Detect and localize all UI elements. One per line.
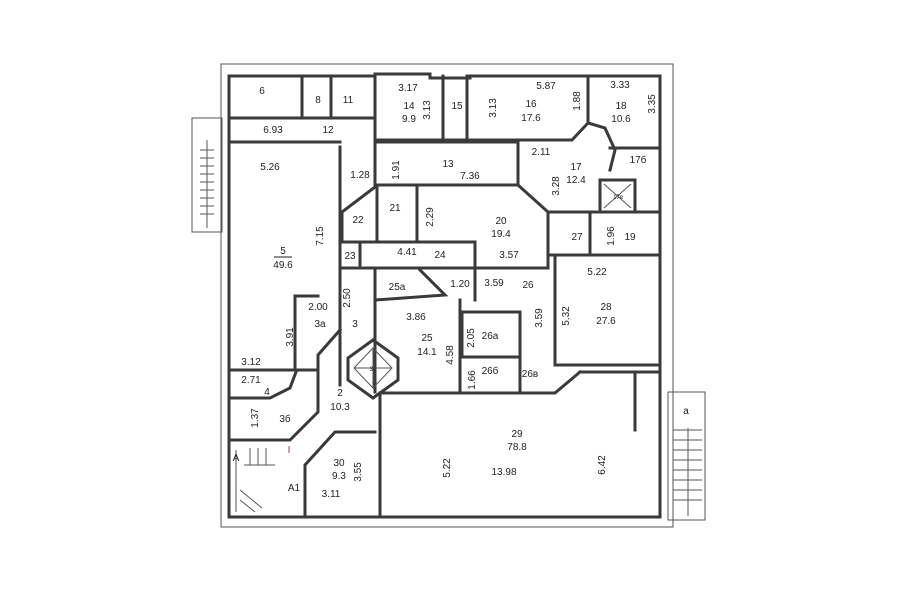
room-26a: 26а xyxy=(482,331,499,342)
room-6: 6 xyxy=(259,86,265,97)
room-12: 12 xyxy=(322,125,334,136)
dim: 3.17 xyxy=(398,83,418,94)
room-28: 28 xyxy=(600,302,612,313)
dim: 3.86 xyxy=(406,312,426,323)
elevator-31 xyxy=(346,338,400,400)
dim: 3.91 xyxy=(285,327,296,347)
room-5-area: 49.6 xyxy=(273,260,293,271)
room-a1: А1 xyxy=(288,483,301,494)
room-23: 23 xyxy=(344,251,356,262)
room-27: 27 xyxy=(571,232,583,243)
room-3a: 3а xyxy=(314,319,326,330)
dim: 3.13 xyxy=(488,98,499,118)
dim: 5.22 xyxy=(442,458,453,478)
room-19: 19 xyxy=(624,232,636,243)
room-17b: 17б xyxy=(630,154,647,166)
dim: 3.35 xyxy=(647,94,658,114)
room-29: 29 xyxy=(511,429,523,440)
left-stairs xyxy=(191,117,223,233)
room-8: 8 xyxy=(315,95,321,106)
room-20-area: 19.4 xyxy=(491,229,511,240)
room-25-area: 14.1 xyxy=(417,347,437,358)
dim: 3.11 xyxy=(322,489,341,500)
room-16-area: 17.6 xyxy=(521,113,541,124)
stairs-a xyxy=(235,448,275,513)
dim: 1.88 xyxy=(572,91,583,111)
dim: 3.33 xyxy=(610,80,630,91)
marker-i: I xyxy=(288,445,291,456)
dim: 13.98 xyxy=(491,467,516,478)
dim: 4.41 xyxy=(397,247,417,258)
room-14: 14 xyxy=(403,101,415,112)
room-30: 30 xyxy=(333,458,345,469)
dim: 1.28 xyxy=(350,170,370,181)
dim: 1.37 xyxy=(250,408,261,428)
room-13: 13 xyxy=(442,159,454,170)
dim: 2.50 xyxy=(342,288,353,308)
room-28-area: 27.6 xyxy=(596,316,616,327)
dim: 7.15 xyxy=(315,226,326,246)
room-2-area: 10.3 xyxy=(330,402,350,413)
dim: 2.71 xyxy=(241,375,261,386)
dim: 2.05 xyxy=(466,328,477,348)
dim: 1.20 xyxy=(450,279,470,290)
room-17: 17 xyxy=(570,162,582,173)
room-15: 15 xyxy=(451,101,463,112)
room-5: 5 xyxy=(280,246,286,257)
room-21: 21 xyxy=(389,203,401,214)
dim: 3.28 xyxy=(551,176,562,196)
room-18-area: 10.6 xyxy=(611,114,631,125)
right-stairs xyxy=(667,391,706,521)
dim: 3.13 xyxy=(422,100,433,120)
dim: 1.96 xyxy=(606,226,617,246)
dim: 3.57 xyxy=(499,250,519,261)
room-25: 25 xyxy=(421,333,433,344)
room-17v: 17в xyxy=(613,195,623,201)
building-outline xyxy=(220,63,674,528)
room-26: 26 xyxy=(522,280,534,291)
room-26b: 26б xyxy=(482,365,499,377)
room-25a: 25а xyxy=(389,282,406,293)
dim: 2.29 xyxy=(425,207,436,227)
room-22: 22 xyxy=(352,215,364,226)
dim: 6.42 xyxy=(597,455,608,475)
dim: 5.32 xyxy=(561,306,572,326)
room-3b: 3б xyxy=(279,413,291,425)
dim: 6.93 xyxy=(263,125,283,136)
dim: 4.58 xyxy=(445,345,456,365)
room-29-area: 78.8 xyxy=(507,442,527,453)
dim: 2.00 xyxy=(308,302,328,313)
room-31: 31 xyxy=(370,367,377,373)
room-3: 3 xyxy=(352,319,358,330)
stair-a: А xyxy=(233,453,240,464)
dim: 5.26 xyxy=(260,162,280,173)
stair-a-small: а xyxy=(683,406,689,417)
dim: 7.36 xyxy=(460,171,480,182)
room-26v: 26в xyxy=(522,369,538,380)
room-16: 16 xyxy=(525,99,537,110)
room-17-area: 12.4 xyxy=(566,175,586,186)
dim: 3.59 xyxy=(484,278,504,289)
room-24: 24 xyxy=(434,250,446,261)
room-18: 18 xyxy=(615,101,627,112)
elevator-17v xyxy=(598,178,637,214)
interior-walls xyxy=(227,74,662,519)
dim: 1.66 xyxy=(467,370,478,390)
room-30-area: 9.3 xyxy=(332,471,346,482)
room-11: 11 xyxy=(343,95,354,106)
room-4: 4 xyxy=(264,387,270,398)
dim: 3.55 xyxy=(353,462,364,482)
room-14-area: 9.9 xyxy=(402,114,416,125)
dim: 1.91 xyxy=(391,160,402,180)
dim: 5.87 xyxy=(536,81,556,92)
dim: 3.59 xyxy=(534,308,545,328)
dimension-labels: 6.93 3.17 3.13 3.13 5.87 1.88 3.33 3.35 … xyxy=(241,80,658,500)
room-labels: 6 8 11 12 14 9.9 15 16 17.6 18 10.6 13 1… xyxy=(233,86,690,494)
room-2: 2 xyxy=(337,388,343,399)
room-20: 20 xyxy=(495,216,507,227)
dim: 2.11 xyxy=(532,147,551,158)
dim: 3.12 xyxy=(241,357,261,368)
dim: 5.22 xyxy=(587,267,607,278)
